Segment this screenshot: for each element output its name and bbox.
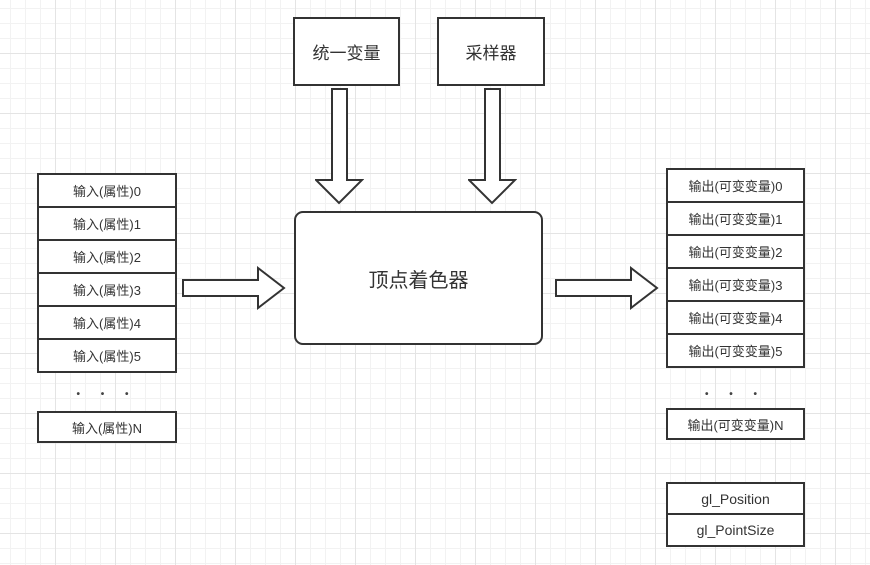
input-attribute-label: 输入(属性)5 bbox=[73, 349, 141, 364]
input-attribute-row: 输入(属性)2 bbox=[37, 239, 177, 274]
gl-pointsize-box: gl_PointSize bbox=[666, 513, 805, 547]
down-arrow-uniforms-icon bbox=[315, 88, 364, 206]
output-varyings-column: 输出(可变变量)0 输出(可变变量)1 输出(可变变量)2 输出(可变变量)3 … bbox=[666, 168, 805, 368]
output-varying-row: 输出(可变变量)4 bbox=[666, 300, 805, 335]
builtin-outputs-column: gl_Position gl_PointSize bbox=[666, 482, 805, 547]
output-varying-row: 输出(可变变量)5 bbox=[666, 333, 805, 368]
input-attribute-label: 输入(属性)0 bbox=[73, 184, 141, 199]
input-ellipsis: • • • bbox=[76, 389, 138, 400]
output-ellipsis: • • • bbox=[704, 389, 767, 400]
output-varying-label: 输出(可变变量)5 bbox=[688, 344, 783, 359]
input-attribute-row: 输入(属性)1 bbox=[37, 206, 177, 241]
output-varying-row: 输出(可变变量)2 bbox=[666, 234, 805, 269]
output-varying-label: 输出(可变变量)3 bbox=[688, 278, 783, 293]
output-varying-label: 输出(可变变量)2 bbox=[688, 245, 783, 260]
input-attribute-row: 输入(属性)3 bbox=[37, 272, 177, 307]
vertex-shader-label: 顶点着色器 bbox=[368, 269, 469, 292]
gl-position-box: gl_Position bbox=[666, 482, 805, 515]
output-varying-label: 输出(可变变量)1 bbox=[688, 212, 783, 227]
output-varying-row: 输出(可变变量)3 bbox=[666, 267, 805, 302]
output-varying-n-box: 输出(可变变量)N bbox=[666, 408, 805, 440]
output-varying-label: 输出(可变变量)4 bbox=[688, 311, 783, 326]
output-varying-row: 输出(可变变量)0 bbox=[666, 168, 805, 203]
input-attribute-label: 输入(属性)3 bbox=[73, 283, 141, 298]
input-attribute-n-label: 输入(属性)N bbox=[71, 420, 143, 436]
output-varying-row: 输出(可变变量)1 bbox=[666, 201, 805, 236]
uniform-variables-label: 统一变量 bbox=[312, 44, 381, 63]
input-attribute-row: 输入(属性)4 bbox=[37, 305, 177, 340]
uniform-variables-box: 统一变量 bbox=[293, 17, 400, 86]
input-attribute-n-box: 输入(属性)N bbox=[37, 411, 177, 443]
sampler-label: 采样器 bbox=[465, 44, 517, 63]
right-arrow-outputs-icon bbox=[555, 266, 659, 310]
input-attributes-column: 输入(属性)0 输入(属性)1 输入(属性)2 输入(属性)3 输入(属性)4 … bbox=[37, 173, 177, 373]
output-varying-label: 输出(可变变量)0 bbox=[688, 179, 783, 194]
output-varying-n-label: 输出(可变变量)N bbox=[687, 417, 784, 433]
gl-pointsize-label: gl_PointSize bbox=[696, 522, 775, 538]
right-arrow-inputs-icon bbox=[182, 266, 286, 310]
down-arrow-sampler-icon bbox=[468, 88, 517, 206]
input-attribute-label: 输入(属性)2 bbox=[73, 250, 141, 265]
gl-position-label: gl_Position bbox=[701, 490, 770, 507]
input-attribute-label: 输入(属性)1 bbox=[73, 217, 141, 232]
input-attribute-row: 输入(属性)0 bbox=[37, 173, 177, 208]
vertex-shader-box: 顶点着色器 bbox=[294, 211, 543, 345]
input-attribute-row: 输入(属性)5 bbox=[37, 338, 177, 373]
input-attribute-label: 输入(属性)4 bbox=[73, 316, 141, 331]
sampler-box: 采样器 bbox=[437, 17, 545, 86]
